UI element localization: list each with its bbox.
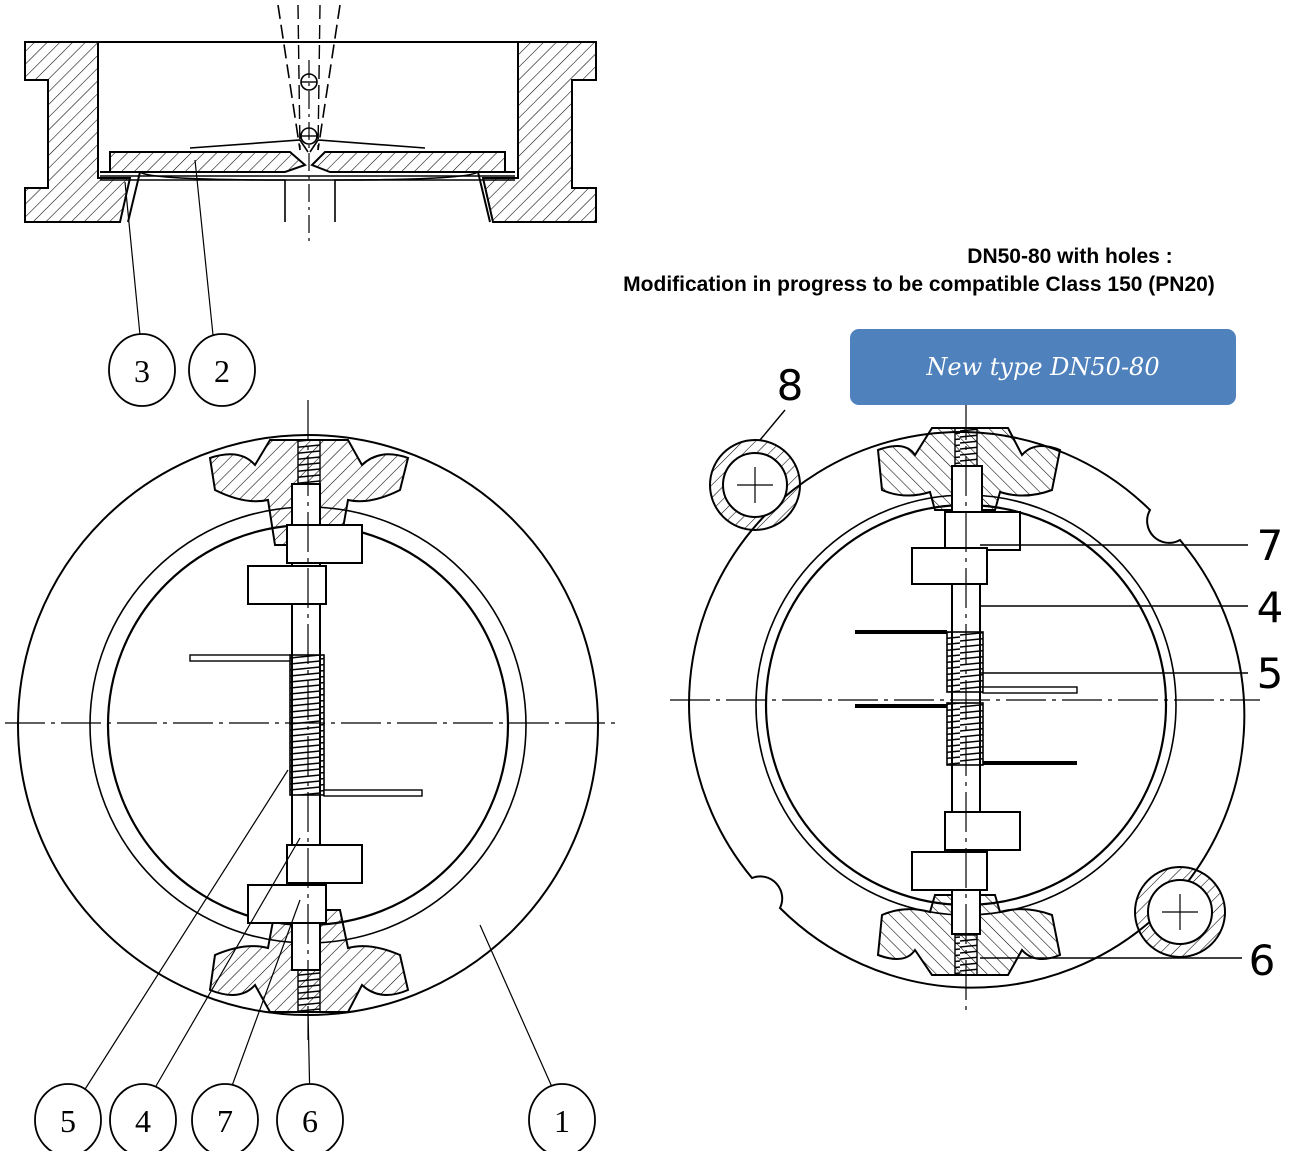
callout-7: 7 <box>1257 521 1284 570</box>
balloon-6: 6 <box>302 1103 318 1139</box>
leader-5 <box>74 769 289 1106</box>
torsion-spring <box>289 654 325 796</box>
callout-4: 4 <box>1257 583 1284 632</box>
leader-7 <box>224 899 301 1106</box>
balloons <box>34 333 596 1151</box>
note-line-2: Modification in progress to be compatibl… <box>623 273 1215 296</box>
body-wall-right <box>481 41 597 223</box>
balloon-3: 3 <box>134 353 150 389</box>
balloon-1: 1 <box>554 1103 570 1139</box>
balloon-labels: 3 2 5 4 7 6 1 8 7 4 5 6 <box>60 353 1283 1139</box>
disc-plate-left <box>109 151 307 173</box>
front-view-left <box>5 400 615 1106</box>
leader-2 <box>194 159 214 336</box>
stop-block-4 <box>247 884 327 924</box>
callout-6: 6 <box>1249 936 1276 985</box>
section-view <box>24 4 597 336</box>
balloon-4: 4 <box>135 1103 151 1139</box>
pin-thread-bottom <box>297 969 321 1013</box>
leader-r8 <box>759 409 786 441</box>
leader-3 <box>124 181 141 336</box>
leader-1 <box>479 924 561 1106</box>
spring-leg-right <box>323 789 423 797</box>
body-wall-left <box>24 41 132 223</box>
disc-plate-right <box>310 151 506 173</box>
stop-pin-outline <box>277 4 341 151</box>
new-type-badge: New type DN50-80 <box>850 329 1236 405</box>
spring-upper-r <box>946 631 984 693</box>
front-view-right <box>670 400 1260 1010</box>
stop-block-r3 <box>944 811 1021 851</box>
bore <box>139 171 479 222</box>
stop-block-3 <box>286 844 363 884</box>
spring-lower-r <box>946 702 984 766</box>
note-line-1: DN50-80 with holes : <box>967 245 1173 268</box>
callout-5: 5 <box>1257 649 1284 698</box>
body-outline-scalloped <box>688 430 1246 989</box>
balloon-7: 7 <box>217 1103 233 1139</box>
stop-block-r2 <box>911 547 988 585</box>
stop-block-2 <box>247 565 327 605</box>
balloon-5: 5 <box>60 1103 76 1139</box>
spring-leg-r2 <box>982 686 1078 694</box>
pin-thread-top <box>297 439 321 485</box>
spring-arm-left <box>189 139 309 153</box>
stop-block-1 <box>286 524 363 564</box>
spring-arm-right <box>309 139 426 153</box>
spring-leg-left <box>189 654 291 662</box>
balloon-2: 2 <box>214 353 230 389</box>
stop-block-r4 <box>911 851 988 891</box>
callout-8: 8 <box>777 361 804 410</box>
leader-4 <box>144 837 301 1106</box>
